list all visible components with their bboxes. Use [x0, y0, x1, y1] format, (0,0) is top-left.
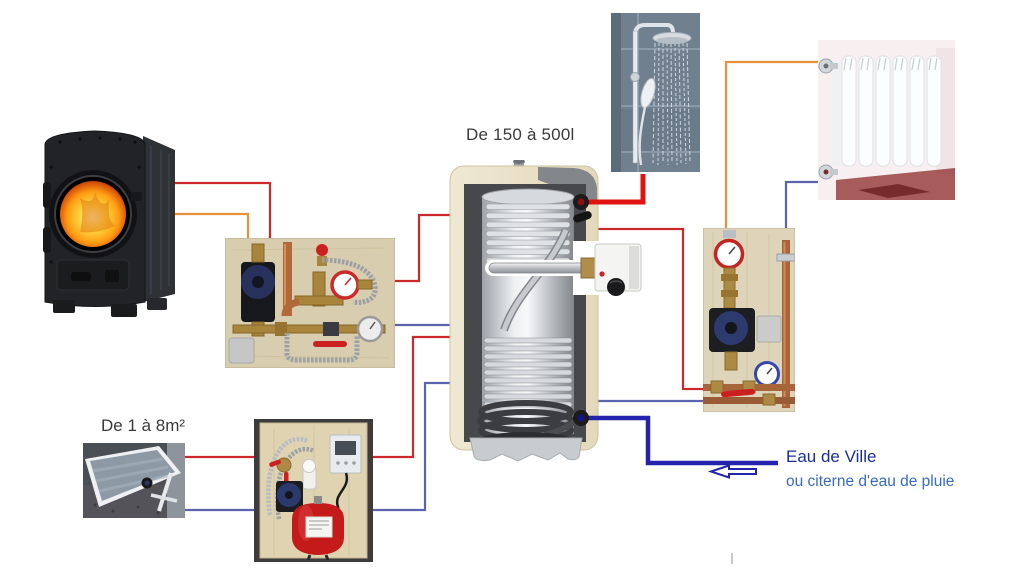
tank-lever: [573, 211, 592, 223]
wall-bracket: [630, 72, 640, 82]
pipe-radiator-return: [784, 180, 826, 242]
boiler-pump-group-photo: [225, 238, 395, 368]
boiler-pump-group-illustration: [225, 238, 395, 368]
solar-area-label: De 1 à 8m²: [101, 416, 186, 435]
pipe-city-water: [586, 415, 778, 466]
radiator-illustration: [818, 40, 955, 200]
junction-box: [228, 337, 255, 364]
water-streams: [652, 42, 691, 166]
junction-box: [756, 315, 782, 343]
heating-element-photo: [483, 239, 643, 297]
stray-mark: [731, 553, 733, 564]
ball-valve-handle: [313, 341, 347, 347]
solar-station-photo: [254, 419, 373, 562]
shower-column: [632, 30, 638, 164]
pipe-stove-hot-supply: [165, 181, 272, 242]
vessel-label: [305, 516, 333, 538]
flow-direction-arrow: [707, 464, 757, 479]
bottom-hose: [284, 333, 360, 363]
heating-pump-group-illustration: [703, 228, 795, 412]
shower-hose: [638, 106, 647, 166]
solar-collector-illustration: [83, 443, 185, 518]
radiator-sections: [841, 55, 942, 167]
tank-dhw-port-center: [577, 198, 585, 206]
shower-arm: [633, 23, 675, 36]
solar-station-illustration: [254, 419, 373, 562]
tank-skirt: [469, 437, 583, 462]
pipe-shower-hot: [586, 174, 646, 205]
copper-pipe: [782, 240, 790, 408]
ball-valve-handle: [721, 388, 755, 398]
pipe-radiator-supply: [724, 60, 830, 234]
ash-drawer: [56, 259, 130, 291]
wood-stove-photo: [35, 122, 195, 318]
copper-riser: [283, 242, 292, 316]
tank-cold-inlet-center: [577, 414, 585, 422]
tank-capacity-label: De 150 à 500l: [466, 125, 575, 144]
shower-photo: [611, 13, 700, 172]
city-water-label: Eau de Ville: [786, 447, 877, 466]
solar-collector-photo: [83, 443, 185, 518]
wood-stove-illustration: [43, 130, 175, 317]
pipe-stove-warm-return: [165, 212, 250, 242]
city-water-alt-label: ou citerne d'eau de pluie: [786, 473, 955, 490]
pipe-tank-to-heating-group-hot: [596, 227, 706, 391]
shower-illustration: [611, 13, 700, 172]
heating-pump-group-photo: [703, 228, 795, 412]
flex-hose: [321, 257, 378, 305]
radiator-photo: [818, 40, 955, 200]
heating-element-illustration: [485, 241, 643, 296]
flex-hose-1: [266, 437, 309, 516]
middle-heat-exchanger-coil: [483, 337, 573, 408]
safety-valve: [316, 244, 328, 256]
